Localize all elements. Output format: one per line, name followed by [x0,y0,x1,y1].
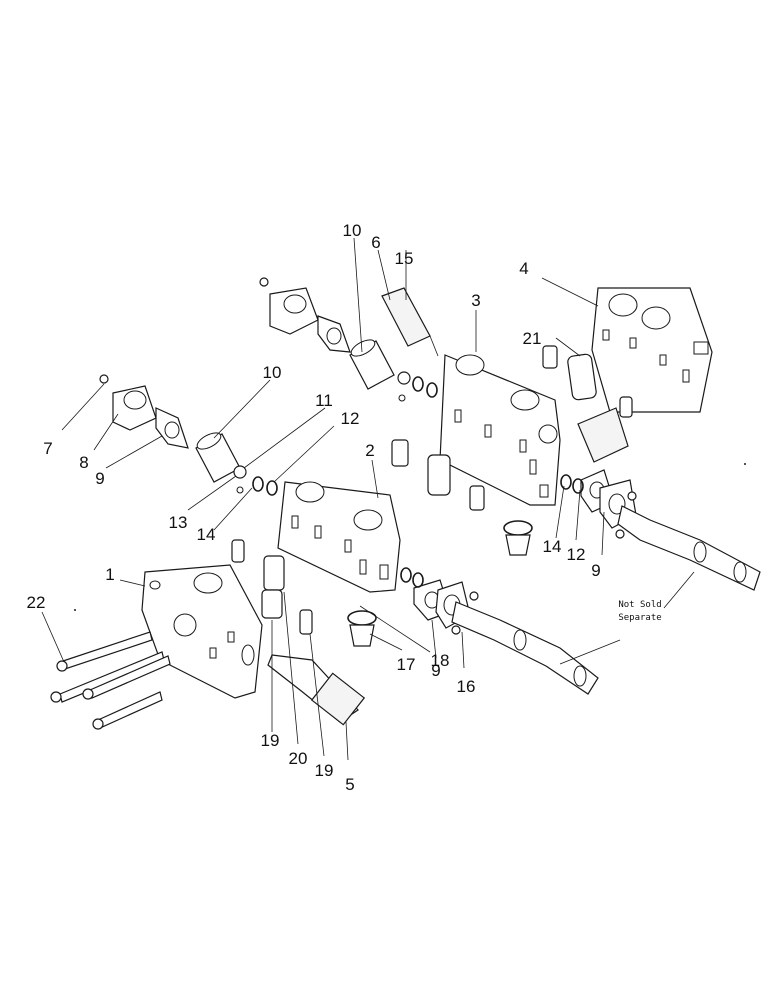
callout-8: 8 [79,453,88,472]
spool-assembly-lower [451,601,599,695]
callout-10b: 10 [343,221,362,240]
screw-right [615,529,625,539]
o-ring-14a [252,476,264,492]
seal-21 [567,353,597,401]
callout-14a: 14 [197,525,216,544]
screw-right-b [627,491,637,501]
stray-dot [74,609,76,611]
flange-gasket-9a [155,407,189,449]
callout-7: 7 [43,439,52,458]
cap-housing-upper [269,287,319,335]
cap-housing-8 [112,385,157,431]
callout-18: 18 [431,651,450,670]
callout-13: 13 [169,513,188,532]
callout-2: 2 [365,441,374,460]
callout-20: 20 [289,749,308,768]
end-cover-part [591,287,713,413]
tie-bolts-22 [50,631,171,730]
callout-11: 11 [315,391,333,410]
sleeve-10b [349,339,395,390]
callout-3: 3 [471,291,480,310]
callout-9b: 9 [431,661,440,680]
inlet-section-1 [141,564,263,699]
flange-gasket-upper [317,315,351,353]
o-ring-lower-a [400,567,412,583]
screw-upper [259,277,269,287]
screw-16b [469,591,479,601]
note-line-1: Not Sold [618,600,661,610]
seal-20 [263,555,285,591]
callout-22: 22 [27,593,46,612]
callout-1: 1 [105,565,114,584]
plug-upper [503,520,533,556]
stray-dot [744,463,746,465]
callout-15: 15 [395,249,414,268]
o-ring-lower-b [412,572,424,588]
fitting-upper [397,371,411,385]
callout-16: 16 [457,677,476,696]
note-line-2: Separate [618,613,661,623]
seal-19b [299,609,313,635]
callout-9a: 9 [95,469,104,488]
callout-17: 17 [397,655,416,674]
callout-14b: 14 [543,537,562,556]
callout-9c: 9 [591,561,600,580]
callout-12a: 12 [341,409,360,428]
callout-19a: 19 [261,731,280,750]
seal-small-left [231,539,245,563]
seal-19a [261,589,283,619]
o-ring-12b [572,478,584,494]
plug-17 [347,610,377,647]
o-ring-upper-b [426,382,438,398]
seal-mid-a [391,439,409,467]
callout-12b: 12 [567,545,586,564]
screw-16 [451,625,461,635]
ball-upper [398,394,406,402]
relief-valve-right [577,407,629,463]
callout-4: 4 [519,259,528,278]
callout-5: 5 [345,775,354,794]
o-ring-12a [266,480,278,496]
ball-11 [236,486,244,494]
o-ring-upper-a [412,376,424,392]
seal-21-small [542,345,558,369]
callout-19b: 19 [315,761,334,780]
seal-21-side [619,396,633,418]
screw-7 [99,374,109,384]
callout-21: 21 [523,329,542,348]
o-ring-14b [560,474,572,490]
sleeve-10a [195,432,241,483]
callout-6: 6 [371,233,380,252]
spool-5 [267,654,366,726]
seal-mid-b [427,454,451,496]
callout-10a: 10 [263,363,282,382]
leader-lines [41,237,695,761]
valve-section-3 [439,354,561,506]
spool-assembly-upper [617,505,761,591]
fitting-13 [233,465,247,479]
seal-mid-c [469,485,485,511]
valve-section-2 [277,481,401,593]
relief-valve-15 [381,287,439,357]
